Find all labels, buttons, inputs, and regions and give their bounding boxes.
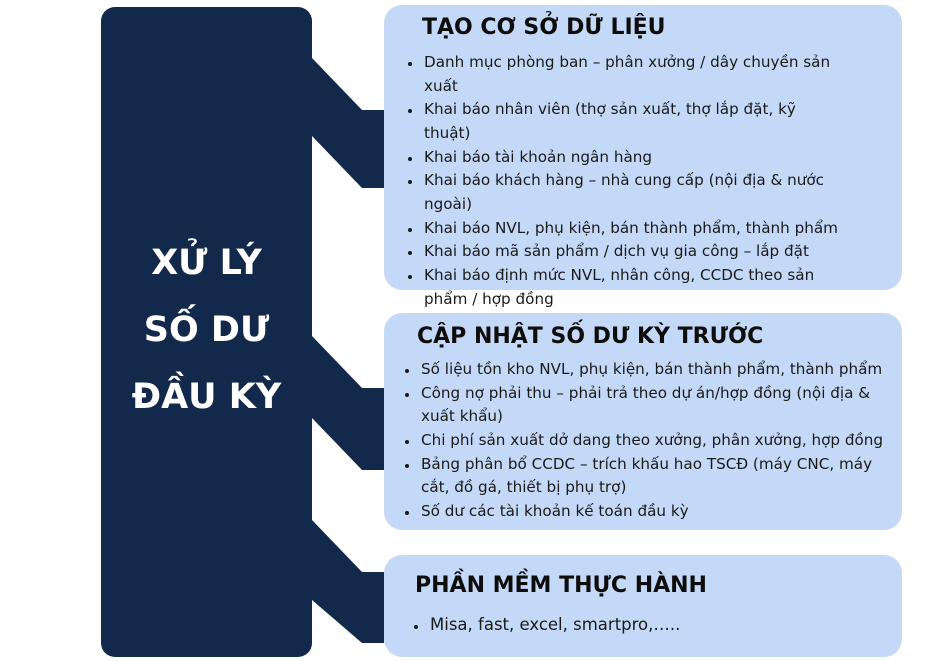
list-item: Chi phí sản xuất dở dang theo xưởng, phâ… xyxy=(419,429,903,453)
list-item: Số liệu tồn kho NVL, phụ kiện, bán thành… xyxy=(419,358,903,382)
list-item: Khai báo nhân viên (thợ sản xuất, thợ lắ… xyxy=(422,98,842,145)
list-item: Khai báo NVL, phụ kiện, bán thành phẩm, … xyxy=(422,217,842,241)
section-database: TẠO CƠ SỞ DỮ LIỆU Danh mục phòng ban – p… xyxy=(384,5,902,308)
list-item: Khai báo định mức NVL, nhân công, CCDC t… xyxy=(422,264,842,311)
list-item: Khai báo tài khoản ngân hàng xyxy=(422,146,842,170)
section-software: PHẦN MỀM THỰC HÀNH Misa, fast, excel, sm… xyxy=(384,555,902,657)
list-item: Misa, fast, excel, smartpro,….. xyxy=(428,613,868,637)
section-list: Misa, fast, excel, smartpro,….. xyxy=(406,613,868,637)
main-title-line-1: XỬ LÝ xyxy=(151,243,262,283)
section-heading: CẬP NHẬT SỐ DƯ KỲ TRƯỚC xyxy=(417,324,764,349)
section-opening-balance: CẬP NHẬT SỐ DƯ KỲ TRƯỚC Số liệu tồn kho … xyxy=(384,313,902,530)
list-item: Bảng phân bổ CCDC – trích khấu hao TSCĐ … xyxy=(419,453,903,500)
list-item: Khai báo khách hàng – nhà cung cấp (nội … xyxy=(422,169,842,216)
list-item: Khai báo mã sản phẩm / dịch vụ gia công … xyxy=(422,240,842,264)
list-item: Danh mục phòng ban – phân xưởng / dây ch… xyxy=(422,51,842,98)
section-heading: PHẦN MỀM THỰC HÀNH xyxy=(415,573,707,598)
connector-2 xyxy=(312,336,384,470)
main-block xyxy=(101,7,312,657)
main-title-line-2: SỐ DƯ xyxy=(143,310,270,350)
main-title: XỬ LÝ SỐ DƯ ĐẦU KỲ xyxy=(101,230,312,431)
main-title-line-3: ĐẦU KỲ xyxy=(131,377,282,417)
section-list: Danh mục phòng ban – phân xưởng / dây ch… xyxy=(400,51,842,311)
section-heading: TẠO CƠ SỞ DỮ LIỆU xyxy=(422,15,666,40)
connector-3 xyxy=(312,520,384,643)
connector-1 xyxy=(312,58,384,188)
list-item: Công nợ phải thu – phải trả theo dự án/h… xyxy=(419,382,903,429)
section-list: Số liệu tồn kho NVL, phụ kiện, bán thành… xyxy=(397,358,903,524)
list-item: Số dư các tài khoản kế toán đầu kỳ xyxy=(419,500,903,524)
